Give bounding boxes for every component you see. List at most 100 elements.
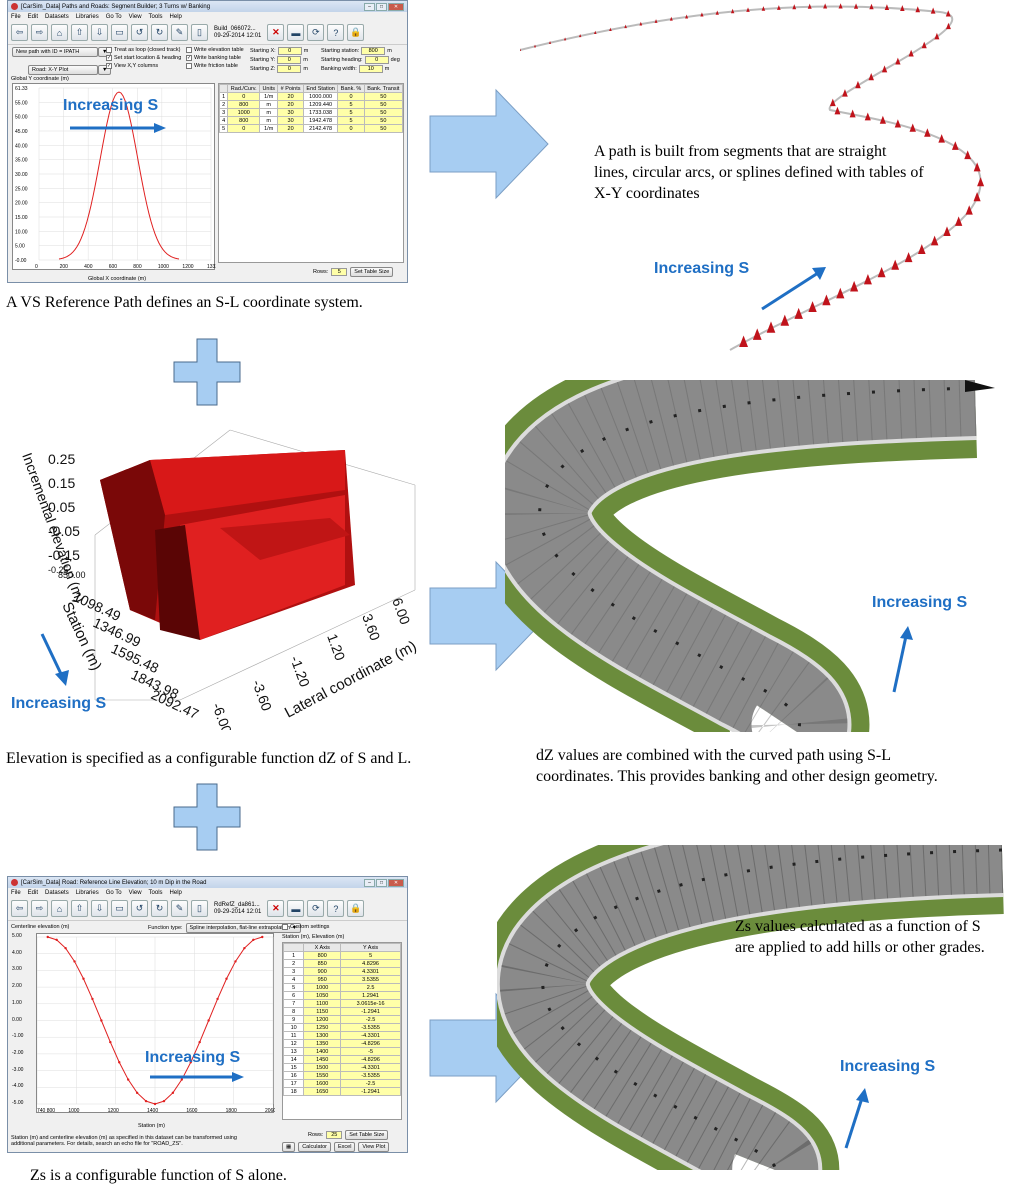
back-button[interactable]: ⇦ (11, 900, 28, 917)
back-button[interactable]: ⇦ (11, 24, 28, 41)
table-cell[interactable]: m (259, 100, 279, 109)
table-cell[interactable]: 1209.440 (302, 100, 339, 109)
minimize-button[interactable]: – (364, 878, 375, 887)
table-cell[interactable]: 8 (283, 1007, 305, 1016)
table-cell[interactable]: 1600 (303, 1079, 342, 1088)
menu-help[interactable]: Help (169, 13, 182, 20)
undo-button[interactable]: ↺ (131, 900, 148, 917)
table-cell[interactable]: 1650 (303, 1087, 342, 1096)
menu-help[interactable]: Help (169, 889, 182, 896)
set-table-size-button[interactable]: Set Table Size (350, 267, 394, 277)
delete-button[interactable]: ✕ (267, 900, 285, 917)
table-cell[interactable]: 0 (227, 124, 261, 133)
menu-libraries[interactable]: Libraries (75, 889, 99, 896)
excel-button[interactable]: Excel (333, 1142, 356, 1152)
new-dataset-button[interactable]: ▯ (191, 900, 208, 917)
table-cell[interactable]: 800 (227, 100, 261, 109)
table-cell[interactable]: -4.3301 (340, 1063, 401, 1072)
table-cell[interactable]: 1100 (303, 999, 342, 1008)
down-button[interactable]: ⇩ (91, 900, 108, 917)
table-cell[interactable]: 4 (218, 116, 229, 125)
forward-button[interactable]: ⇨ (31, 24, 48, 41)
table-cell[interactable]: 1.2941 (340, 991, 401, 1000)
table-cell[interactable]: 1550 (303, 1071, 342, 1080)
window-title-bar[interactable]: [CarSim_Data] Paths and Roads: Segment B… (8, 1, 407, 12)
menu-edit[interactable]: Edit (27, 13, 39, 20)
write-friction-checkbox[interactable]: Write friction table (186, 63, 244, 69)
table-cell[interactable]: 800 (303, 951, 342, 960)
down-button[interactable]: ⇩ (91, 24, 108, 41)
table-cell[interactable]: 5 (337, 100, 365, 109)
parsfile-button[interactable]: ▬ (287, 24, 305, 41)
menu-view[interactable]: View (128, 889, 142, 896)
table-cell[interactable]: 1 (283, 951, 305, 960)
duplicate-button[interactable]: ▭ (111, 24, 128, 41)
table-cell[interactable]: m (259, 108, 279, 117)
home-button[interactable]: ⌂ (51, 24, 68, 41)
table-cell[interactable]: 6 (283, 991, 305, 1000)
window-title-bar-2[interactable]: [CarSim_Data] Road: Reference Line Eleva… (8, 877, 407, 888)
table-cell[interactable]: 1400 (303, 1047, 342, 1056)
table-cell[interactable]: 1942.478 (302, 116, 339, 125)
table-cell[interactable]: 5 (218, 124, 229, 133)
rows-input[interactable]: 25 (326, 1131, 343, 1139)
view-xy-checkbox[interactable]: ✓View X,Y columns (106, 63, 159, 69)
menu-goto[interactable]: Go To (105, 889, 122, 896)
table-cell[interactable]: -1.2941 (340, 1087, 401, 1096)
table-cell[interactable]: 7 (283, 999, 305, 1008)
table-cell[interactable]: 20 (277, 92, 304, 101)
wrench-icon[interactable]: ✎ (171, 900, 188, 917)
plot-type-dropdown[interactable]: Road: X-Y Plot▼ (28, 65, 112, 75)
table-cell[interactable]: -2.5 (340, 1015, 401, 1024)
help-button[interactable]: ? (327, 24, 345, 41)
new-dataset-button[interactable]: ▯ (191, 24, 208, 41)
table-cell[interactable]: 12 (283, 1039, 305, 1048)
minimize-button[interactable]: – (364, 2, 375, 11)
table-cell[interactable]: -2.5 (340, 1079, 401, 1088)
table-cell[interactable]: 30 (277, 116, 304, 125)
table-cell[interactable]: 4.3301 (340, 967, 401, 976)
table-cell[interactable]: 900 (303, 967, 342, 976)
duplicate-button[interactable]: ▭ (111, 900, 128, 917)
table-cell[interactable]: 1150 (303, 1007, 342, 1016)
table-cell[interactable]: 5 (337, 108, 365, 117)
table-cell[interactable]: 1500 (303, 1063, 342, 1072)
elevation-plot[interactable]: 740 800100012001400160018002060 (36, 933, 276, 1114)
table-cell[interactable]: 0 (227, 92, 261, 101)
write-elevation-checkbox[interactable]: Write elevation table (186, 47, 244, 53)
delete-button[interactable]: ✕ (267, 24, 285, 41)
table-cell[interactable]: -5 (340, 1047, 401, 1056)
table-cell[interactable]: 50 (363, 124, 404, 133)
table-cell[interactable]: 5 (337, 116, 365, 125)
table-cell[interactable]: 1 (218, 92, 229, 101)
function-type-dropdown[interactable]: Spline interpolation, flat-line extrapol… (185, 923, 302, 933)
table-cell[interactable]: 4 (283, 975, 305, 984)
start-location-checkbox[interactable]: ✓Set start location & heading (106, 55, 182, 61)
table-cell[interactable]: -4.3301 (340, 1031, 401, 1040)
table-cell[interactable]: 1000 (303, 983, 342, 992)
calculator-button[interactable]: Calculator (298, 1142, 331, 1152)
close-button[interactable]: ✕ (388, 2, 404, 11)
table-cell[interactable]: 20 (277, 124, 304, 133)
table-cell[interactable]: -4.8296 (340, 1055, 401, 1064)
home-button[interactable]: ⌂ (51, 900, 68, 917)
forward-button[interactable]: ⇨ (31, 900, 48, 917)
table-cell[interactable]: 2142.478 (302, 124, 339, 133)
